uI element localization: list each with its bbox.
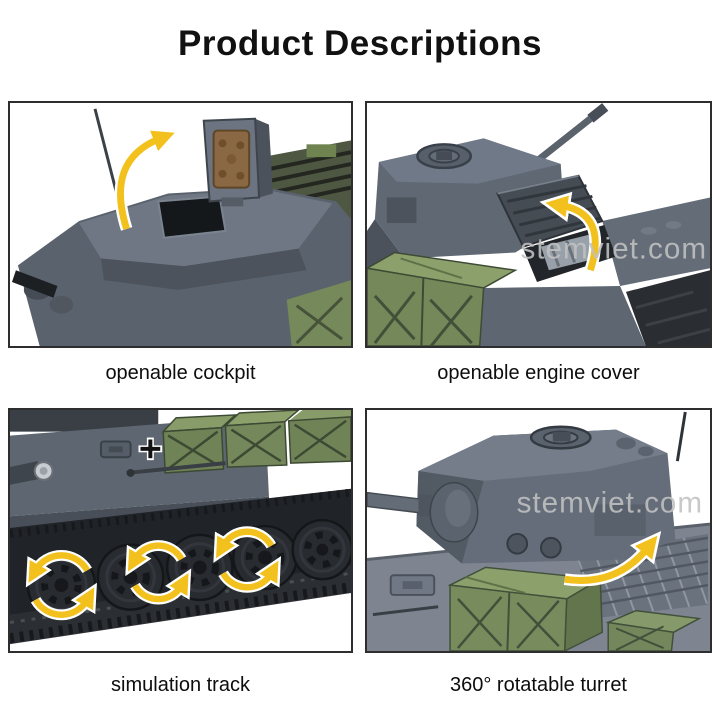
tool-rod [126,461,226,477]
open-hatch-door [202,117,273,207]
green-crates [286,280,351,346]
antenna [675,411,687,462]
turret-base [10,410,159,432]
caption-rotatable-turret: 360° rotatable turret [450,674,627,696]
caption-openable-engine-cover: openable engine cover [437,362,640,384]
gun-barrel [367,482,479,543]
track-photo [10,410,351,645]
turret-photo: stemviet.com [367,411,710,651]
rotation-arrow-icon [213,526,282,593]
watermark-text: stemviet.com [521,233,708,266]
open-direction-arrow-icon [114,127,181,231]
rotate-direction-arrow-icon [563,530,662,587]
panel-simulation-track [8,408,353,653]
rotation-arrow-icon [125,540,192,605]
headlight [33,461,54,481]
hull-hatch [99,440,132,459]
open-direction-arrow-icon [539,191,602,272]
caption-simulation-track: simulation track [111,674,250,696]
panel-rotatable-turret: stemviet.com [365,408,712,653]
watermark-text: stemviet.com [517,486,704,519]
lower-deck [479,285,646,346]
caption-openable-cockpit: openable cockpit [105,362,256,384]
page-title: Product Descriptions [178,24,542,63]
panel-openable-cockpit [8,101,353,348]
track-segment [625,270,710,346]
panel-openable-engine-cover: stemviet.com [365,101,712,348]
cockpit-hatch-opening [157,195,227,239]
green-crates [367,251,518,346]
deck-hatch [372,574,439,617]
balkenkreuz-insignia [138,437,163,461]
right-deck [602,197,710,286]
rotation-arrow-icon [25,549,97,621]
green-crates [161,410,351,474]
engine-cover-photo: stemviet.com [367,103,710,346]
cockpit-photo [11,108,351,346]
green-crates [447,566,702,651]
